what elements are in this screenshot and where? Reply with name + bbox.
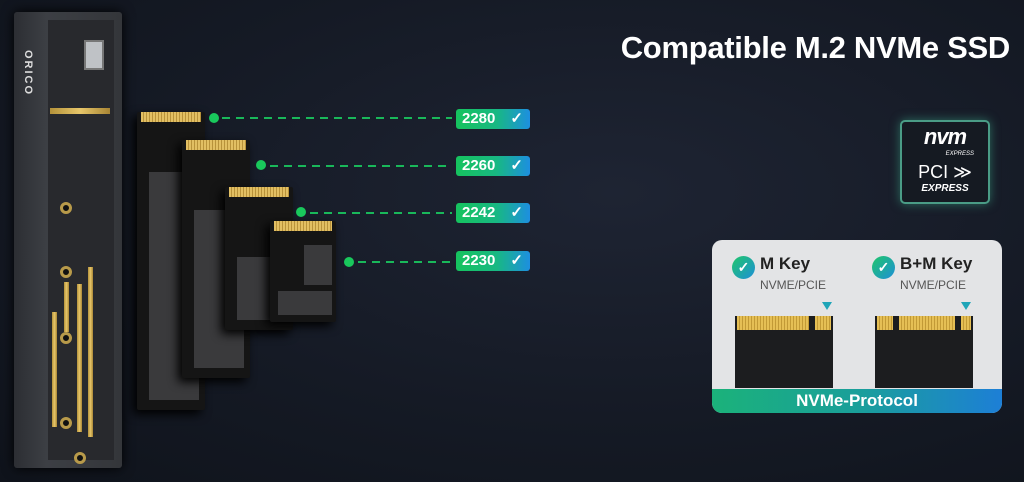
ssd-2230-image [270,221,336,322]
page-title: Compatible M.2 NVMe SSD [620,30,1011,65]
size-badge-2230: 2230 ✓ [456,251,530,271]
indicator-dot [209,113,219,123]
check-icon: ✓ [510,204,523,221]
key-label: B+M Key [900,254,973,273]
size-badge-2280: 2280 ✓ [456,109,530,129]
m-key-ssd-image [735,316,833,388]
nvm-logo-subtext: EXPRESS [945,151,974,157]
size-label: 2242 [462,204,496,221]
key-subtitle: NVME/PCIE [900,278,967,292]
size-label: 2230 [462,252,496,269]
nvme-pcie-logo: nvm EXPRESS PCI ≫ EXPRESS [900,120,990,204]
check-circle-icon: ✓ [872,256,895,279]
size-label: 2280 [462,110,496,127]
key-subtitle: NVME/PCIE [760,278,827,292]
indicator-dot [256,160,266,170]
protocol-banner: NVMe-Protocol [712,389,1002,413]
check-circle-icon: ✓ [732,256,755,279]
indicator-dot [344,257,354,267]
brand-logo: ORICO [22,50,34,97]
nvm-logo-text: nvm [923,124,967,149]
ssd-enclosure-image: ORICO [14,12,122,468]
check-icon: ✓ [510,252,523,269]
usb-c-port [84,40,104,70]
pci-logo-subtext: EXPRESS [921,183,969,194]
bm-key-ssd-image [875,316,973,388]
size-badge-2242: 2242 ✓ [456,203,530,223]
check-icon: ✓ [510,110,523,127]
check-icon: ✓ [510,157,523,174]
key-compatibility-panel: ✓ M Key NVME/PCIE ✓ B+M Key NVME/PCIE NV… [712,240,1002,413]
indicator-dot [296,207,306,217]
size-label: 2260 [462,157,496,174]
pci-logo-text: PCI ≫ [918,162,972,182]
key-label: M Key [760,254,811,273]
size-badge-2260: 2260 ✓ [456,156,530,176]
